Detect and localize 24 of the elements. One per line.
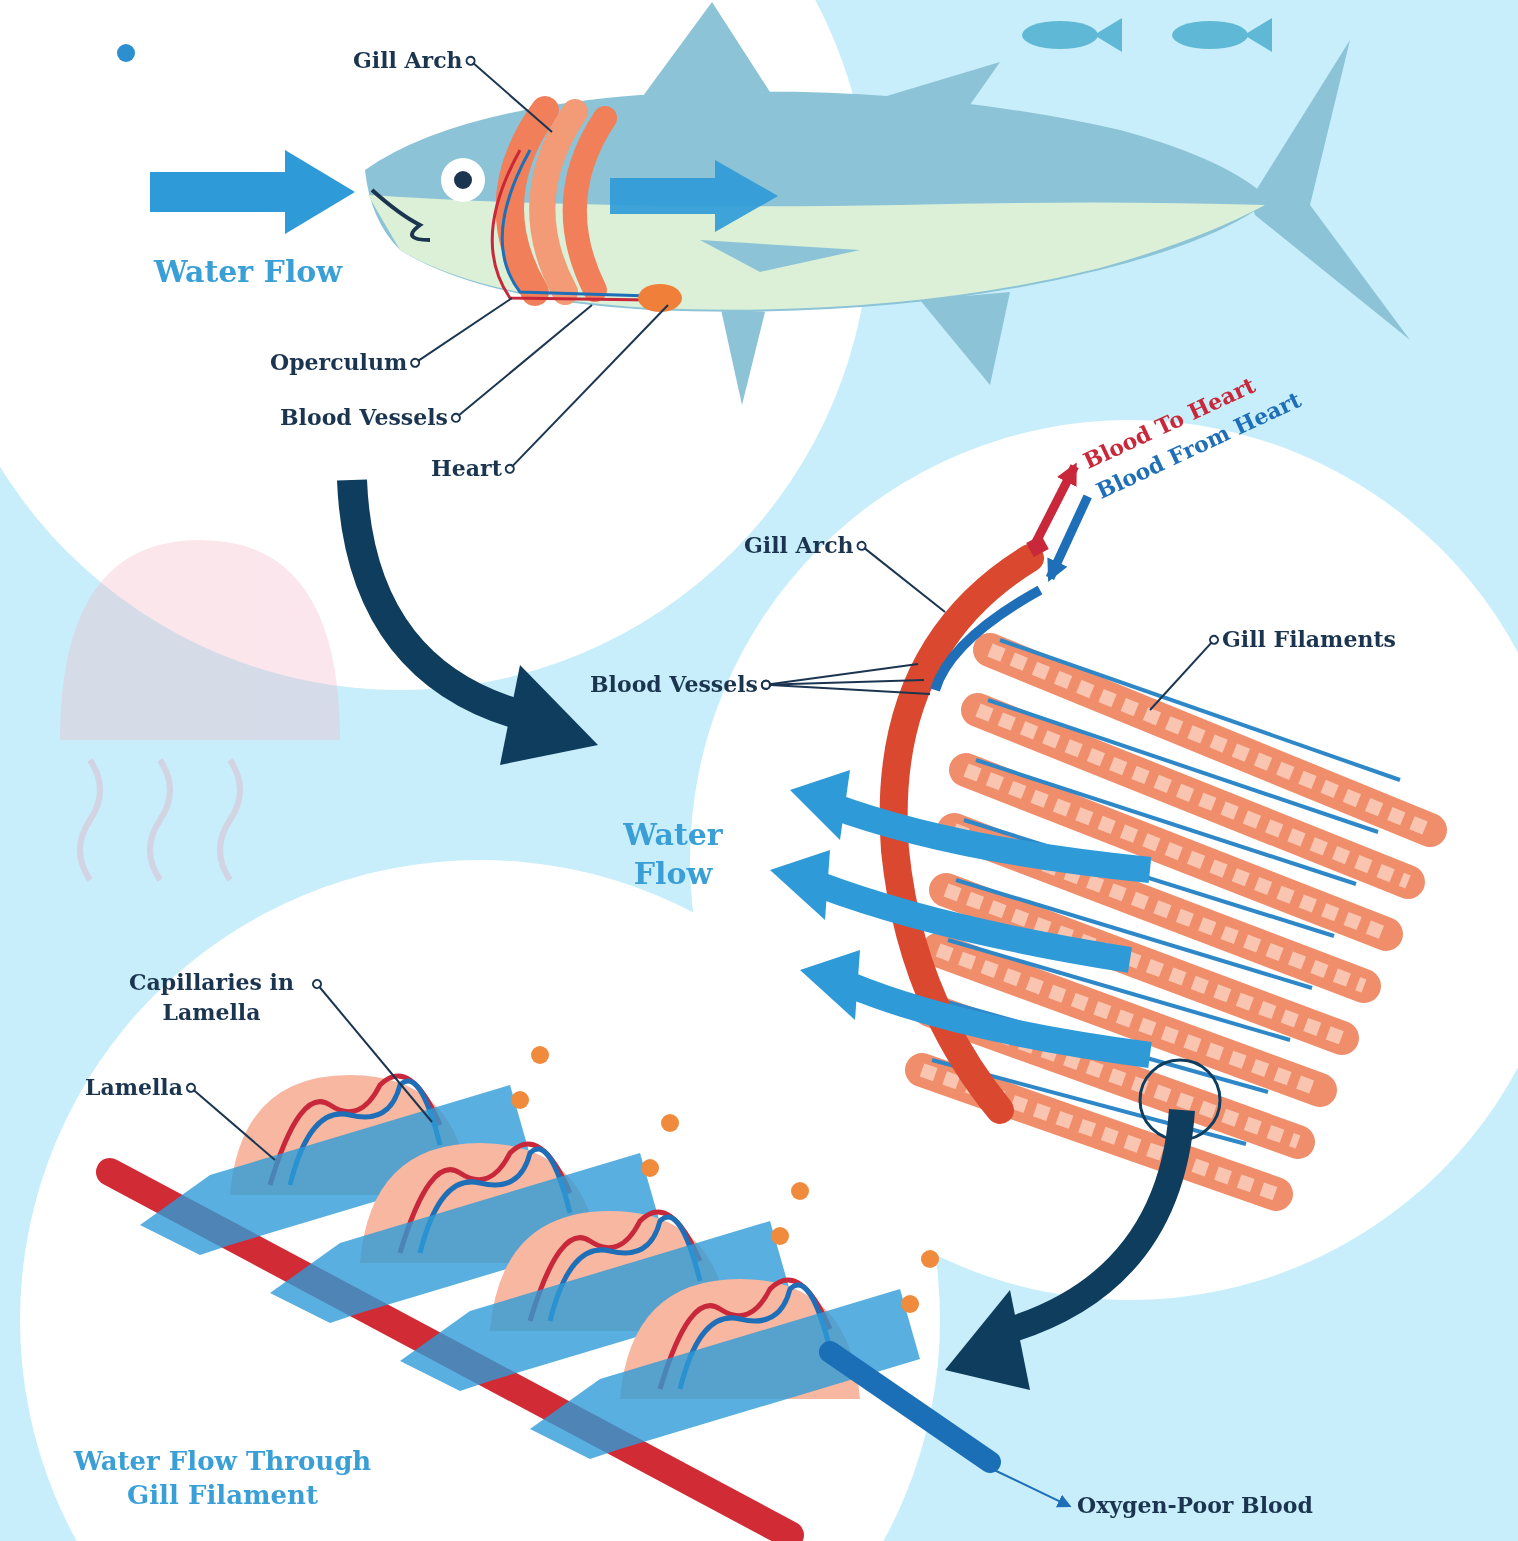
leader-line: [312, 979, 433, 1123]
part-label: Blood Vessels: [590, 670, 758, 700]
flow-label: Water Flow Through Gill Filament: [72, 1445, 373, 1512]
part-label: Oxygen-Poor Blood: [1077, 1491, 1313, 1521]
arrow: [1045, 494, 1092, 582]
leader-line: [760, 679, 931, 695]
leader-line: [450, 304, 593, 423]
leader-line: [185, 1082, 276, 1161]
leader-line: [760, 679, 925, 690]
part-label: Gill Arch: [353, 46, 463, 76]
leader-line: [1149, 634, 1219, 711]
part-label: Heart: [431, 454, 502, 484]
leader-line: [856, 540, 946, 613]
part-label: Gill Arch: [744, 531, 854, 561]
flow-label: Water Flow: [152, 253, 344, 291]
leader-line: [504, 304, 669, 474]
part-label: Lamella: [85, 1073, 183, 1103]
part-label: Gill Filaments: [1222, 625, 1396, 655]
part-label: Capillaries in Lamella: [104, 968, 319, 1028]
part-label: Blood Vessels: [280, 403, 448, 433]
leader-line: [410, 297, 513, 368]
part-label: Operculum: [270, 348, 408, 378]
leader-line: [465, 55, 553, 133]
flow-label: Water Flow: [622, 816, 724, 893]
